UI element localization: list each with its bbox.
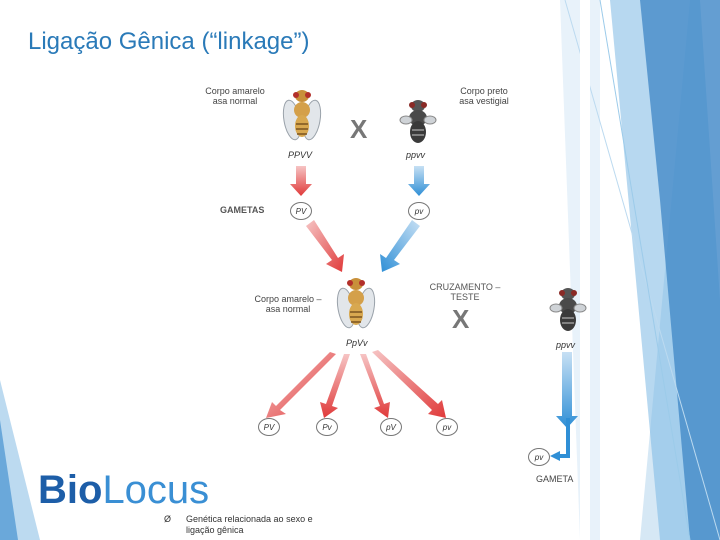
logo-part-locus: Locus	[102, 468, 210, 512]
f1-label-line1: Corpo amarelo –	[254, 294, 322, 304]
offspring-gamete-3: pV	[380, 418, 402, 436]
gamete-left: PV	[290, 202, 312, 220]
f1-label-line2: asa normal	[265, 304, 311, 314]
page-title: Ligação Gênica (“linkage”)	[28, 28, 310, 55]
cross-symbol-test: X	[452, 304, 470, 334]
arrow-f1-to-offspring-4	[372, 350, 446, 418]
gametes-label: GAMETAS	[220, 205, 265, 215]
offspring-gamete-1: PV	[258, 418, 280, 436]
arrow-test-cross-bend	[558, 418, 570, 458]
deco-line-1	[564, 0, 720, 540]
arrow-parent-left-down	[290, 166, 312, 196]
fly-f1-yellow-normal-wings-icon	[336, 278, 376, 329]
arrow-gamete-right-to-f1	[380, 220, 420, 272]
test-gamete-label: GAMETA	[536, 474, 574, 484]
parent-left-genotype: PPVV	[288, 150, 313, 160]
test-gamete: pv	[528, 448, 550, 466]
arrow-f1-to-offspring-1	[266, 352, 336, 418]
deco-corner-left-dark	[0, 420, 18, 540]
offspring-gamete-2: Pv	[316, 418, 338, 436]
gamete-right: pv	[408, 202, 430, 220]
cross-symbol-parents: X	[350, 114, 368, 144]
parent-right-label: Corpo preto asa vestigial	[448, 86, 520, 106]
test-cross-label-line2: TESTE	[450, 292, 480, 302]
fly-yellow-normal-wings-icon	[282, 90, 322, 141]
parent-left-label-line1: Corpo amarelo	[205, 86, 265, 96]
parent-left-label-line2: asa normal	[212, 96, 258, 106]
arrow-test-cross-head	[550, 451, 560, 461]
arrow-test-cross-down	[556, 352, 578, 428]
caption-text: Genética relacionada ao sexo e ligação g…	[186, 514, 313, 535]
parent-left-label: Corpo amarelo asa normal	[200, 86, 270, 106]
f1-genotype: PpVv	[346, 338, 368, 348]
arrow-f1-to-offspring-2	[320, 354, 350, 418]
logo-part-bio: Bio	[38, 468, 103, 512]
deco-shape-dark	[640, 0, 720, 540]
test-cross-genotype: ppvv	[556, 340, 576, 350]
offspring-gamete-4: pv	[436, 418, 458, 436]
arrow-gamete-left-to-f1	[306, 220, 344, 272]
deco-line-2	[599, 0, 691, 540]
deco-white-strip	[580, 0, 590, 540]
arrow-parent-right-down	[408, 166, 430, 196]
fly-black-vestigial-wings-icon	[399, 100, 437, 143]
fly-test-black-vestigial-wings-icon	[549, 288, 587, 331]
bullet-arrow-icon: Ø	[164, 514, 172, 524]
parent-right-genotype: ppvv	[406, 150, 426, 160]
arrow-f1-to-offspring-3	[360, 354, 390, 418]
parent-right-label-line2: asa vestigial	[459, 96, 509, 106]
test-cross-label-line1: CRUZAMENTO –	[429, 282, 501, 292]
biolocus-logo: BioLocus	[38, 466, 209, 514]
test-cross-label: CRUZAMENTO – TESTE	[420, 282, 510, 302]
f1-label: Corpo amarelo – asa normal	[250, 294, 326, 314]
parent-right-label-line1: Corpo preto	[460, 86, 508, 96]
